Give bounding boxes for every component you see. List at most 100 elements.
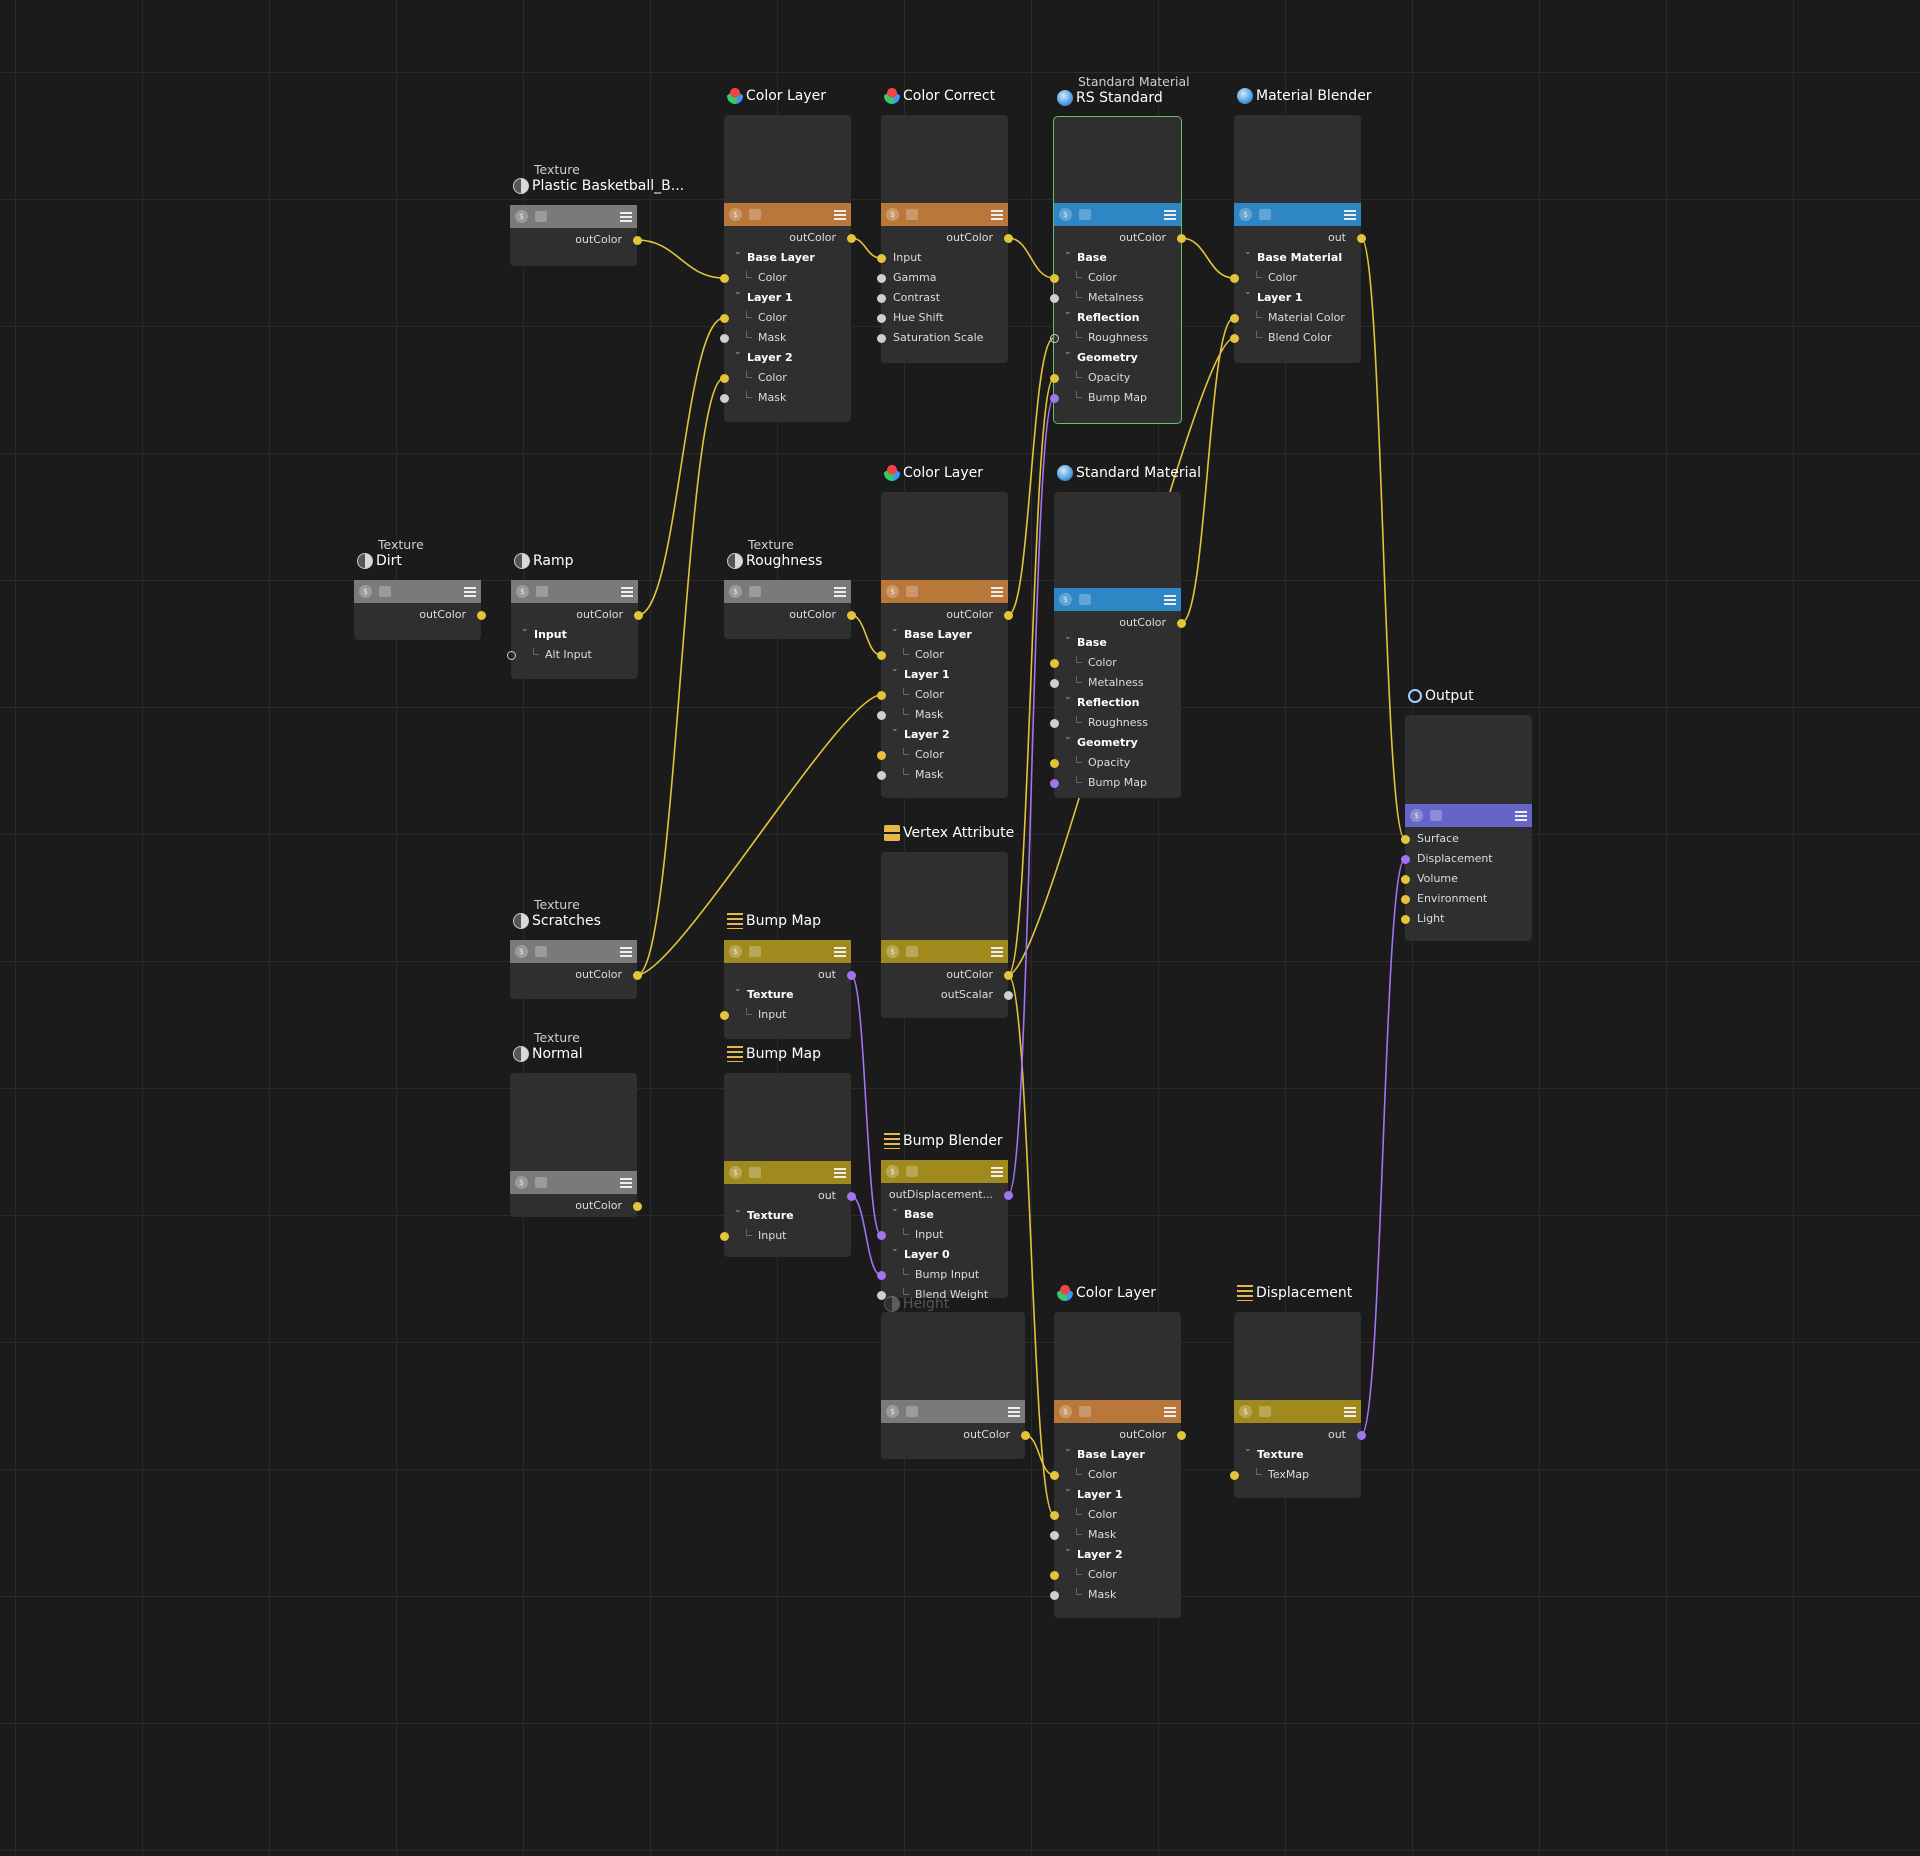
input-port[interactable]	[1229, 273, 1239, 283]
node-height[interactable]: $	[881, 1312, 1025, 1459]
input-port[interactable]	[876, 1270, 886, 1280]
output-port[interactable]	[1176, 233, 1186, 243]
chevron-down-icon[interactable]: ⌄	[521, 624, 529, 634]
input-port[interactable]	[719, 333, 729, 343]
node-header-bar[interactable]: $	[511, 580, 638, 603]
node-vertex-attribute[interactable]: $	[881, 852, 1008, 1018]
node-header-bar[interactable]: $	[724, 580, 851, 603]
chevron-down-icon[interactable]: ⌄	[1064, 632, 1072, 642]
menu-icon[interactable]	[620, 211, 632, 222]
node-title-vertex-attribute[interactable]: Vertex Attribute	[884, 825, 1014, 841]
input-port[interactable]	[876, 253, 886, 263]
output-port[interactable]	[1356, 233, 1366, 243]
script-icon[interactable]: $	[1410, 809, 1423, 822]
input-port[interactable]	[1049, 718, 1059, 728]
input-port[interactable]	[1049, 293, 1059, 303]
preview-image-icon[interactable]	[749, 1167, 761, 1178]
script-icon[interactable]: $	[515, 1176, 528, 1189]
input-port[interactable]	[1229, 1470, 1239, 1480]
input-port[interactable]	[1049, 1470, 1059, 1480]
input-port[interactable]	[719, 393, 729, 403]
node-header-bar[interactable]: $	[724, 203, 851, 226]
node-header-bar[interactable]: $	[881, 580, 1008, 603]
node-title-color-correct[interactable]: Color Correct	[884, 88, 995, 104]
input-port[interactable]	[876, 710, 886, 720]
node-color-layer-2[interactable]: $	[881, 492, 1008, 798]
node-title-rs-standard[interactable]: RS Standard	[1057, 90, 1163, 106]
output-port[interactable]	[632, 970, 642, 980]
preview-image-icon[interactable]	[906, 1406, 918, 1417]
node-tex-plastic[interactable]: $	[510, 205, 637, 266]
node-header-bar[interactable]: $	[1405, 804, 1532, 827]
preview-image-icon[interactable]	[906, 946, 918, 957]
script-icon[interactable]: $	[1239, 1405, 1252, 1418]
input-port[interactable]	[1229, 313, 1239, 323]
preview-image-icon[interactable]	[1079, 1406, 1091, 1417]
preview-image-icon[interactable]	[379, 586, 391, 597]
input-port[interactable]	[719, 1231, 729, 1241]
input-port[interactable]	[876, 690, 886, 700]
node-tex-dirt[interactable]: $	[354, 580, 481, 640]
preview-image-icon[interactable]	[749, 209, 761, 220]
output-port[interactable]	[1356, 1430, 1366, 1440]
input-port[interactable]	[719, 1010, 729, 1020]
menu-icon[interactable]	[1164, 1406, 1176, 1417]
node-title-tex-roughness[interactable]: Roughness	[727, 553, 822, 569]
input-port[interactable]	[1229, 333, 1239, 343]
chevron-down-icon[interactable]: ⌄	[1244, 287, 1252, 297]
script-icon[interactable]: $	[729, 1166, 742, 1179]
output-port[interactable]	[632, 235, 642, 245]
node-title-tex-scratches[interactable]: Scratches	[513, 913, 601, 929]
input-port[interactable]	[1400, 834, 1410, 844]
input-port[interactable]	[876, 333, 886, 343]
output-port[interactable]	[1176, 618, 1186, 628]
chevron-down-icon[interactable]: ⌄	[734, 984, 742, 994]
output-port[interactable]	[1003, 233, 1013, 243]
script-icon[interactable]: $	[1059, 593, 1072, 606]
node-color-correct[interactable]: $	[881, 115, 1008, 363]
node-header-bar[interactable]: $	[724, 940, 851, 963]
input-port[interactable]	[1049, 1590, 1059, 1600]
chevron-down-icon[interactable]: ⌄	[891, 1204, 899, 1214]
script-icon[interactable]: $	[515, 945, 528, 958]
input-port[interactable]	[876, 650, 886, 660]
preview-image-icon[interactable]	[906, 1166, 918, 1177]
preview-image-icon[interactable]	[906, 586, 918, 597]
menu-icon[interactable]	[1344, 209, 1356, 220]
node-title-color-layer-1[interactable]: Color Layer	[727, 88, 826, 104]
chevron-down-icon[interactable]: ⌄	[1064, 1484, 1072, 1494]
node-header-bar[interactable]: $	[724, 1161, 851, 1184]
input-port[interactable]	[876, 1290, 886, 1300]
preview-image-icon[interactable]	[1259, 1406, 1271, 1417]
node-tex-normal[interactable]: $	[510, 1073, 637, 1217]
script-icon[interactable]: $	[359, 585, 372, 598]
chevron-down-icon[interactable]: ⌄	[734, 247, 742, 257]
output-port[interactable]	[846, 233, 856, 243]
node-title-height[interactable]: Height	[884, 1296, 949, 1312]
output-port[interactable]	[1176, 1430, 1186, 1440]
input-port[interactable]	[506, 650, 516, 660]
input-port[interactable]	[1400, 874, 1410, 884]
chevron-down-icon[interactable]: ⌄	[1244, 1444, 1252, 1454]
node-header-bar[interactable]: $	[881, 203, 1008, 226]
node-header-bar[interactable]: $	[1234, 203, 1361, 226]
chevron-down-icon[interactable]: ⌄	[1064, 732, 1072, 742]
chevron-down-icon[interactable]: ⌄	[1064, 692, 1072, 702]
chevron-down-icon[interactable]: ⌄	[1064, 1544, 1072, 1554]
preview-image-icon[interactable]	[1259, 209, 1271, 220]
node-color-layer-1[interactable]: $	[724, 115, 851, 422]
menu-icon[interactable]	[991, 946, 1003, 957]
menu-icon[interactable]	[991, 209, 1003, 220]
menu-icon[interactable]	[991, 1166, 1003, 1177]
node-title-tex-normal[interactable]: Normal	[513, 1046, 583, 1062]
menu-icon[interactable]	[1344, 1406, 1356, 1417]
node-header-bar[interactable]: $	[510, 1171, 637, 1194]
node-tex-scratches[interactable]: $	[510, 940, 637, 999]
node-title-bump-map-1[interactable]: Bump Map	[727, 913, 821, 929]
chevron-down-icon[interactable]: ⌄	[734, 1205, 742, 1215]
preview-image-icon[interactable]	[749, 946, 761, 957]
input-port[interactable]	[1049, 658, 1059, 668]
script-icon[interactable]: $	[886, 585, 899, 598]
script-icon[interactable]: $	[515, 210, 528, 223]
node-header-bar[interactable]: $	[1054, 588, 1181, 611]
